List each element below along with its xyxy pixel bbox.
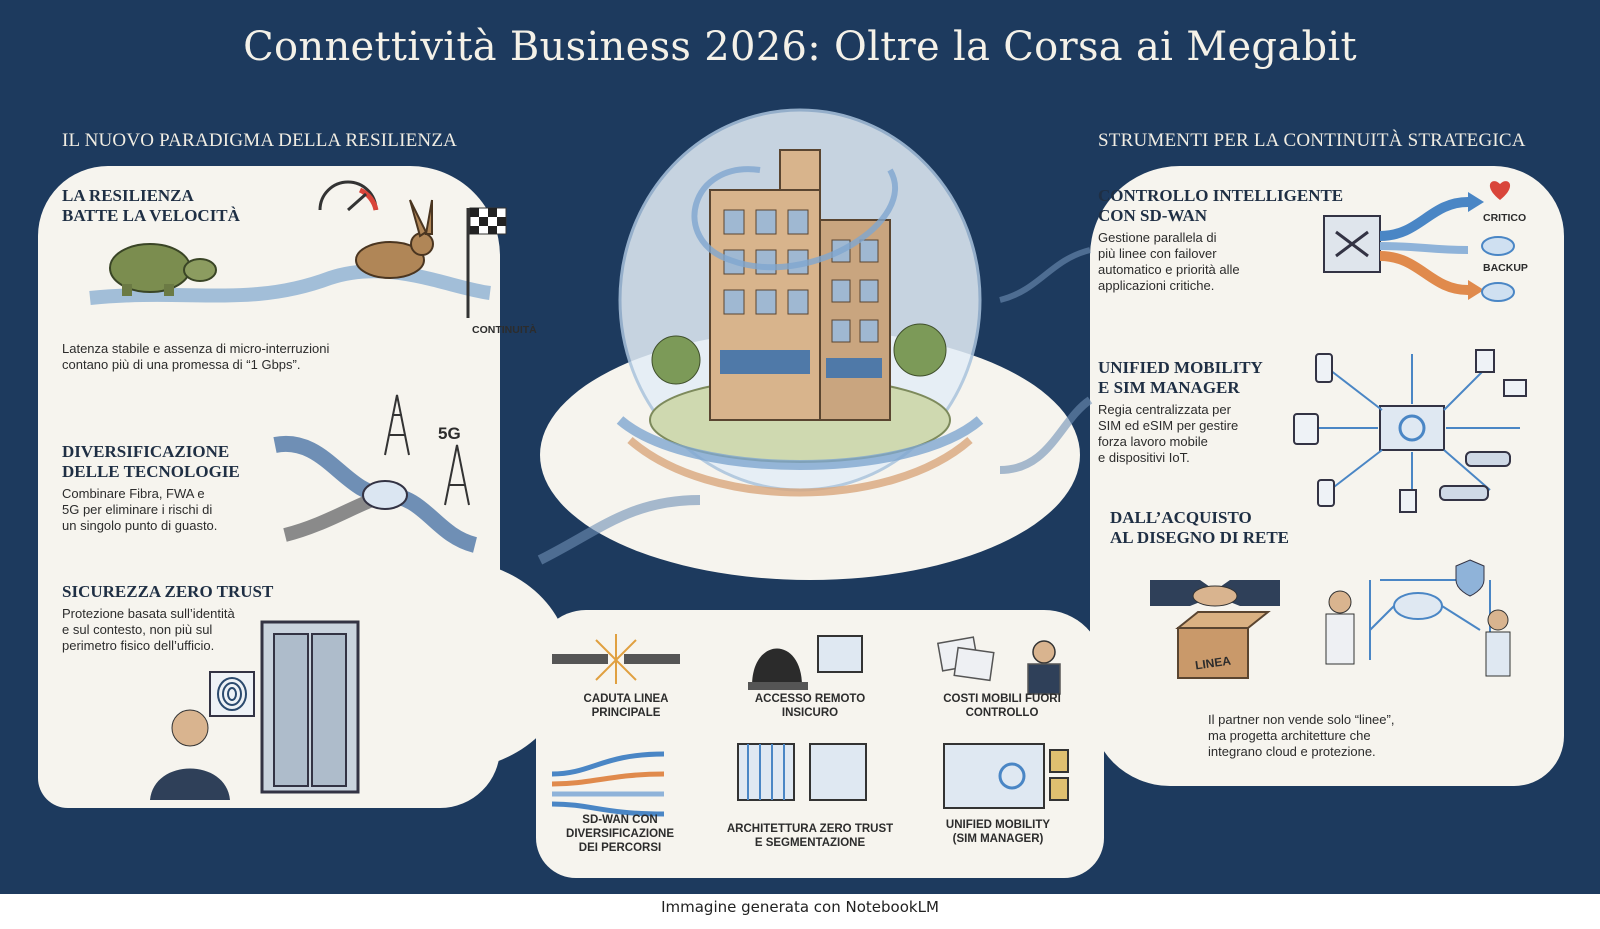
secure-door-illustration: [150, 620, 360, 800]
mobility-body-line4: e dispositivi IoT.: [1098, 450, 1190, 465]
solution-caption-1-line2: DIVERSIFICAZIONE: [566, 828, 674, 840]
sim-manager-hub-illustration: [1293, 349, 1527, 513]
design-body-line2: ma progetta architetture che: [1208, 728, 1371, 743]
diversification-title-line2: DELLE TECNOLOGIE: [62, 462, 240, 481]
sim-card-icon: [1475, 349, 1495, 373]
heart-icon: [1489, 181, 1511, 200]
sdwan-body-line4: applicazioni critiche.: [1098, 278, 1215, 293]
problem-caption-2: ACCESSO REMOTO INSICURO: [755, 692, 865, 720]
sdwan-body-line3: automatico e priorità alle: [1098, 262, 1240, 277]
hacker-icon: [748, 635, 863, 690]
sim-manager-dashboard-icon: [943, 743, 1069, 809]
solution-caption-1-line1: SD-WAN CON: [582, 814, 658, 826]
zero-trust-title: SICUREZZA ZERO TRUST: [62, 582, 274, 601]
receipts-icon: [936, 636, 1061, 695]
problem-caption-2-line1: ACCESSO REMOTO: [754, 693, 866, 705]
engineer-icon: [1325, 590, 1511, 677]
solution-caption-1: SD-WAN CON DIVERSIFICAZIONE DEI PERCORSI: [566, 813, 674, 855]
zero-trust-body-line1: Protezione basata sull’identità: [62, 606, 235, 621]
diversification-body-line1: Combinare Fibra, FWA e: [62, 486, 205, 501]
person-icon: [150, 709, 230, 800]
problem-caption-1: CADUTA LINEA PRINCIPALE: [584, 692, 669, 720]
resilience-body-line2: contano più di una promessa di “1 Gbps”.: [62, 357, 301, 372]
tree-icon: [651, 323, 947, 385]
tortoise-hare-illustration: [89, 180, 507, 318]
antenna-tower-icon: [384, 394, 470, 506]
design-body-line3: integrano cloud e protezione.: [1208, 744, 1376, 759]
shield-icon: [1455, 559, 1485, 597]
zero-trust-body-line2: e sul contesto, non più sul: [62, 622, 213, 637]
design-body-line1: Il partner non vende solo “linee”,: [1208, 712, 1395, 727]
problem-caption-1-line2: PRINCIPALE: [591, 707, 661, 719]
problem-caption-3-line1: COSTI MOBILI FUORI: [943, 693, 1061, 705]
sdwan-title-line2: CON SD-WAN: [1098, 206, 1208, 225]
backup-tag: BACKUP: [1483, 262, 1528, 274]
multipath-arrows-icon: [551, 751, 665, 817]
cloud-icon: [1481, 236, 1515, 302]
5g-badge: 5G: [438, 424, 461, 443]
continuity-tag: CONTINUITÀ: [472, 324, 537, 336]
mobility-title-line1: UNIFIED MOBILITY: [1098, 358, 1263, 377]
speedometer-icon: [318, 180, 379, 212]
segmented-gates-icon: [737, 743, 867, 801]
smartphone-icon: [1317, 479, 1335, 507]
solution-caption-3: UNIFIED MOBILITY (SIM MANAGER): [946, 818, 1050, 846]
resilience-title-line2: BATTE LA VELOCITÀ: [62, 206, 240, 225]
diversification-body-line3: un singolo punto di guasto.: [62, 518, 218, 533]
solution-caption-2: ARCHITETTURA ZERO TRUST E SEGMENTAZIONE: [727, 822, 893, 850]
zero-trust-body-line3: perimetro fisico dell’ufficio.: [62, 638, 215, 653]
sdwan-routing-illustration: [1323, 181, 1515, 302]
fiber-fwa-5g-illustration: [273, 394, 478, 553]
diversification-body-line2: 5G per eliminare i rischi di: [62, 502, 213, 517]
dashboard-icon: [1379, 405, 1445, 451]
problem-caption-2-line2: INSICURO: [781, 707, 839, 719]
broken-cable-icon: [552, 634, 680, 684]
tablet-icon: [1293, 413, 1319, 445]
resilience-body-line1: Latenza stabile e assenza di micro-inter…: [62, 341, 330, 356]
design-title-line1: DALL’ACQUISTO: [1110, 508, 1252, 527]
sdwan-body-line2: più linee con failover: [1098, 246, 1217, 261]
mobility-body-line2: SIM ed eSIM per gestire: [1098, 418, 1239, 433]
fingerprint-icon: [209, 671, 255, 717]
problem-caption-3: COSTI MOBILI FUORI CONTROLLO: [943, 692, 1061, 720]
problems-solutions-icons: [551, 634, 1069, 817]
mobility-title-line2: E SIM MANAGER: [1098, 378, 1240, 397]
left-panel-lobe: [330, 560, 570, 770]
solution-caption-1-line3: DEI PERCORSI: [578, 842, 662, 854]
problem-caption-3-line2: CONTROLLO: [965, 707, 1039, 719]
diversification-title-line1: DIVERSIFICAZIONE: [62, 442, 230, 461]
sdwan-body-line1: Gestione parallela di: [1098, 230, 1217, 245]
partner-design-illustration: [1150, 559, 1511, 679]
footer-credit: Immagine generata con NotebookLM: [661, 898, 939, 916]
hare-icon: [355, 199, 434, 279]
sdwan-title-line1: CONTROLLO INTELLIGENTE: [1098, 186, 1344, 205]
right-section-heading: STRUMENTI PER LA CONTINUITÀ STRATEGICA: [1098, 130, 1526, 151]
cardboard-box-icon: [1175, 611, 1271, 679]
design-title-line2: AL DISEGNO DI RETE: [1110, 528, 1290, 547]
resilience-title-line1: LA RESILIENZA: [62, 186, 194, 205]
tortoise-icon: [109, 243, 217, 296]
solution-caption-2-line2: E SEGMENTAZIONE: [754, 837, 866, 849]
sim-card-icon: [1503, 379, 1527, 397]
solution-caption-3-line1: UNIFIED MOBILITY: [945, 819, 1051, 831]
car-icon: [1439, 451, 1511, 501]
mobility-body-line1: Regia centralizzata per: [1098, 402, 1231, 417]
connected-building-illustration: [616, 108, 984, 497]
solution-caption-3-line2: (SIM MANAGER): [952, 833, 1044, 845]
sim-card-icon: [1399, 489, 1417, 513]
page-title: Connettività Business 2026: Oltre la Cor…: [243, 24, 1357, 70]
handshake-icon: [1150, 580, 1280, 607]
checkered-flag-icon: [466, 207, 507, 318]
connecting-cables: [537, 247, 1093, 565]
solution-caption-2-line1: ARCHITETTURA ZERO TRUST: [726, 823, 894, 835]
mobility-body-line3: forza lavoro mobile: [1098, 434, 1208, 449]
critico-tag: CRITICO: [1483, 212, 1527, 224]
smartphone-icon: [1315, 353, 1333, 383]
infographic-canvas: Connettività Business 2026: Oltre la Cor…: [0, 0, 1600, 894]
left-section-heading: IL NUOVO PARADIGMA DELLA RESILIENZA: [62, 130, 458, 151]
problem-caption-1-line1: CADUTA LINEA: [583, 693, 669, 705]
